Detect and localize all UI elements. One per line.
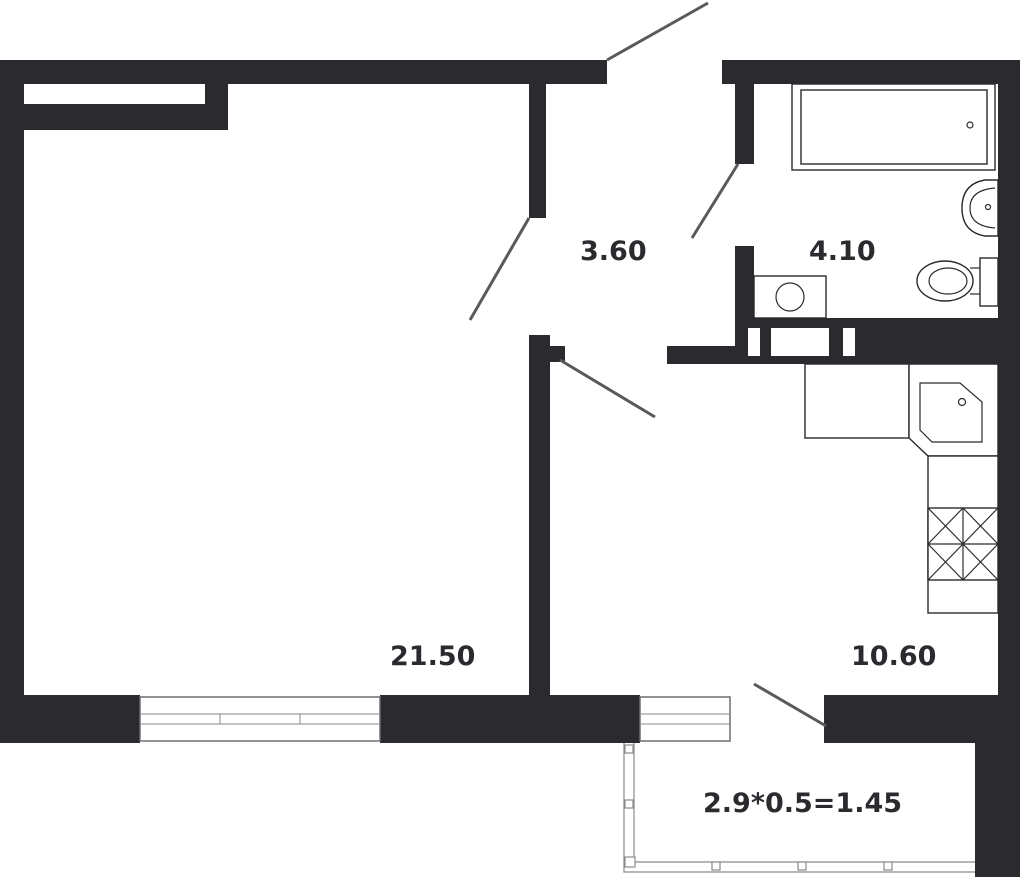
partition-living-hall-upper — [529, 84, 546, 218]
washing-machine — [753, 275, 827, 319]
balcony — [623, 743, 975, 873]
hallway-area-label: 3.60 — [580, 236, 647, 267]
wall-right-upper — [998, 60, 1020, 700]
washbasin-bowl — [969, 187, 996, 229]
living-door-swing — [468, 217, 531, 321]
washing-machine-drum — [775, 282, 805, 312]
balcony-post-3 — [624, 856, 636, 868]
vent-opening-2 — [771, 328, 829, 356]
wall-top-left-box — [24, 104, 228, 130]
partition-living-kitchen-cap — [529, 346, 565, 362]
balcony-post-4 — [711, 861, 721, 871]
wall-bath-left-upper — [735, 60, 754, 164]
walls — [0, 60, 1020, 877]
bathroom-door-swing — [690, 163, 740, 239]
wall-bath-top — [722, 60, 1020, 84]
balcony-post-5 — [797, 861, 807, 871]
vent-shaft — [748, 328, 855, 356]
burner-1b — [927, 507, 964, 545]
vent-opening-3 — [843, 328, 855, 356]
bathtub-drain — [966, 121, 974, 129]
kitchen-door-swing — [559, 358, 656, 419]
wall-top-left-box-side — [205, 84, 228, 130]
room-labels: 21.50 3.60 4.10 10.60 2.9*0.5=1.45 — [390, 236, 936, 819]
door-swings — [468, 1, 827, 728]
partition-living-kitchen — [529, 335, 550, 695]
burner-2b — [962, 507, 999, 545]
living-area-label: 21.50 — [390, 641, 475, 672]
vent-opening-1 — [748, 328, 760, 356]
living-window — [139, 696, 381, 742]
toilet-tank — [979, 257, 999, 307]
wall-top-left — [0, 60, 607, 84]
kitchen-area-label: 10.60 — [851, 641, 936, 672]
balcony-post-1 — [624, 744, 634, 754]
bathroom-area-label: 4.10 — [809, 236, 876, 267]
toilet-bowl — [916, 260, 974, 302]
burner-3b — [927, 543, 964, 581]
balcony-door-swing — [753, 682, 827, 728]
washbasin — [961, 179, 999, 237]
kitchen-cabinet — [804, 363, 910, 439]
wall-right-lower — [975, 695, 1020, 877]
washbasin-tap — [984, 203, 992, 211]
entrance-door-swing — [606, 1, 709, 62]
kitchen-fixtures — [804, 363, 999, 614]
burner-4b — [962, 543, 999, 581]
wall-left — [0, 60, 24, 742]
wall-bottom-left — [0, 695, 140, 743]
balcony-area-label: 2.9*0.5=1.45 — [703, 788, 902, 819]
windows — [139, 696, 731, 742]
wall-bottom-middle — [380, 695, 640, 743]
corner-sink-drain — [957, 397, 967, 407]
toilet-seat — [928, 267, 968, 295]
bathroom-fixtures — [753, 83, 999, 319]
balcony-post-2 — [624, 799, 634, 809]
corner-sink — [919, 382, 983, 443]
kitchen-window — [639, 696, 731, 742]
bathtub-inner — [800, 89, 988, 165]
balcony-post-6 — [883, 861, 893, 871]
